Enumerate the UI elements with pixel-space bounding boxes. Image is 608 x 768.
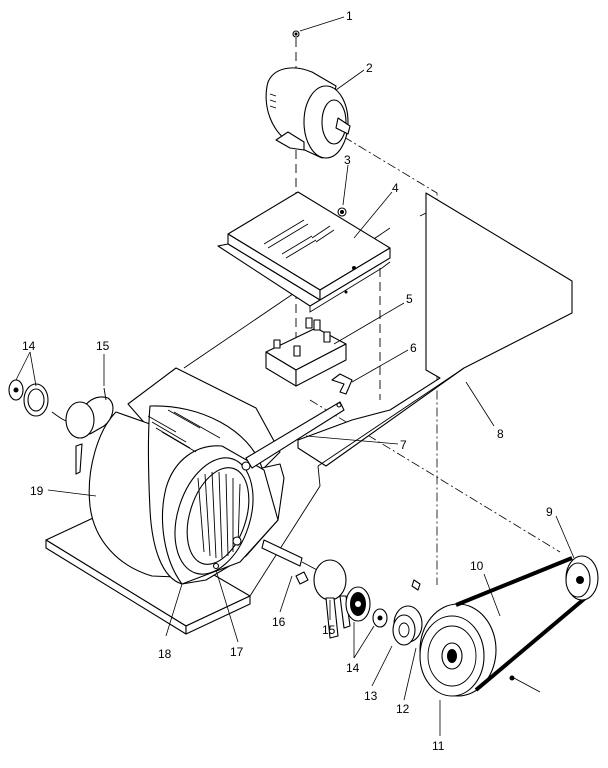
bearing-bracket-front xyxy=(313,559,351,639)
callout-17: 17 xyxy=(230,645,244,659)
callout-12: 12 xyxy=(396,702,410,716)
callout-7: 7 xyxy=(400,438,407,452)
clip xyxy=(331,373,353,395)
callout-11: 11 xyxy=(432,739,445,753)
callout-10: 10 xyxy=(470,559,484,573)
callout-15-rear: 15 xyxy=(96,339,110,353)
pulley-bolt xyxy=(509,675,541,693)
bearing-front xyxy=(345,579,421,628)
callout-14-front: 14 xyxy=(346,661,360,675)
callout-2: 2 xyxy=(366,61,373,75)
motor-pulley xyxy=(565,555,599,601)
motor-mount-plate xyxy=(217,191,391,313)
callout-8: 8 xyxy=(497,427,504,441)
screw xyxy=(292,30,300,38)
centerlines xyxy=(295,38,561,585)
callout-labels: 1 2 3 4 5 6 7 8 9 10 11 12 13 14 15 16 1… xyxy=(22,9,553,753)
brace xyxy=(245,401,345,469)
leader-lines xyxy=(15,16,575,736)
callout-9: 9 xyxy=(546,505,553,519)
callout-15-front: 15 xyxy=(322,623,336,637)
bearing-bracket-rear xyxy=(51,387,114,475)
callout-16: 16 xyxy=(272,615,286,629)
v-belt xyxy=(455,556,592,692)
nut xyxy=(337,207,347,217)
pulley-hub xyxy=(392,605,423,646)
callout-1: 1 xyxy=(346,9,353,23)
blower-pulley xyxy=(419,603,497,697)
callout-13: 13 xyxy=(364,689,378,703)
blower-housing xyxy=(88,367,285,585)
callout-6: 6 xyxy=(410,341,417,355)
callout-14-rear: 14 xyxy=(22,339,36,353)
callout-4: 4 xyxy=(392,181,399,195)
callout-3: 3 xyxy=(344,153,351,167)
motor xyxy=(265,67,351,159)
callout-5: 5 xyxy=(406,292,413,306)
callout-19: 19 xyxy=(30,484,44,498)
callout-18: 18 xyxy=(158,647,172,661)
bearing-rear xyxy=(8,379,49,417)
mounting-block xyxy=(265,317,347,387)
